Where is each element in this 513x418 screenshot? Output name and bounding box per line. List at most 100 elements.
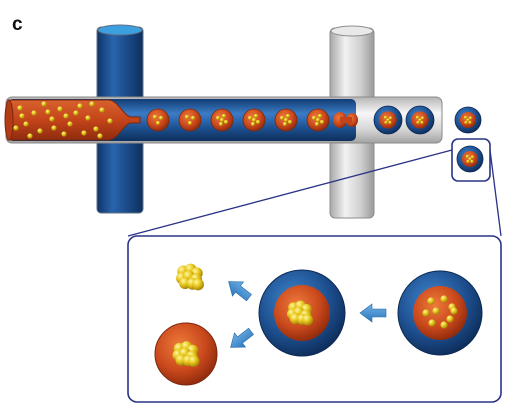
nanoparticle: [41, 101, 47, 107]
nanoparticle: [224, 120, 228, 124]
nanoparticle: [446, 315, 454, 323]
nanoparticle: [191, 116, 195, 120]
nanoparticle: [57, 106, 63, 112]
nanoparticle: [416, 120, 420, 125]
nanoparticle: [383, 115, 388, 120]
nanoparticle: [384, 120, 388, 125]
nanoparticle: [315, 122, 319, 126]
droplet-core: [146, 108, 170, 132]
nanoparticle: [216, 116, 220, 120]
nanoparticle: [45, 109, 51, 115]
nanoparticle: [192, 278, 204, 291]
pinching-droplet: [333, 112, 358, 128]
double-emulsion-droplets: [373, 105, 484, 173]
nanoparticle: [49, 116, 55, 122]
droplet: [306, 108, 330, 132]
double-emulsion-droplet-large: [397, 270, 483, 356]
nanoparticle: [81, 130, 87, 136]
nanoparticle: [89, 101, 95, 107]
nanoparticle: [99, 107, 105, 113]
nanoparticle: [61, 131, 67, 137]
nanoparticle: [468, 120, 472, 125]
nanoparticle: [415, 115, 420, 120]
nanoparticle: [388, 120, 392, 125]
nanoparticle: [159, 116, 163, 120]
droplet: [146, 108, 170, 132]
droplet-core: [178, 108, 202, 132]
nanoparticle: [466, 159, 470, 164]
nanoparticle-cluster: [172, 341, 200, 367]
nanoparticle: [219, 122, 223, 126]
nanoparticle: [188, 355, 200, 367]
nanoparticle: [440, 321, 448, 329]
nanoparticle: [63, 113, 69, 119]
nanoparticle: [252, 118, 256, 122]
double-emulsion-droplet: [373, 105, 403, 135]
nanoparticle: [450, 307, 458, 315]
nanoparticle: [386, 118, 390, 122]
nanoparticle: [420, 116, 425, 120]
nanoparticle: [316, 118, 320, 122]
nanoparticle: [37, 128, 43, 134]
nanoparticle: [288, 120, 292, 124]
nanoparticle: [302, 314, 314, 326]
arrow-icon: [228, 281, 252, 302]
zoom-detail: [154, 263, 483, 386]
nanoparticle-cluster: [176, 263, 204, 291]
double-emulsion-droplet-clustered: [258, 269, 346, 357]
nanoparticle: [463, 115, 468, 120]
nanoparticle: [388, 116, 393, 120]
nanoparticle: [470, 155, 475, 159]
nanoparticle: [67, 121, 73, 127]
nanoparticle: [19, 113, 25, 119]
nanoparticle: [156, 121, 160, 125]
nanoparticle: [464, 120, 468, 125]
nanoparticle: [107, 118, 113, 124]
nanoparticle: [51, 125, 57, 131]
nanoparticle: [251, 122, 255, 126]
nanoparticle: [254, 114, 258, 118]
nanoparticle: [283, 122, 287, 126]
nanoparticle: [466, 118, 470, 122]
nanoparticle: [468, 157, 472, 161]
channel-droplets: [146, 108, 330, 132]
nanoparticle: [428, 319, 436, 327]
nanoparticle: [188, 121, 192, 125]
nanoparticle: [97, 133, 103, 139]
nanoparticle: [153, 115, 157, 119]
nanoparticle: [93, 126, 99, 132]
nanoparticle-cluster: [286, 300, 314, 326]
arrow-icon: [359, 303, 387, 323]
nanoparticle: [286, 114, 290, 118]
nanoparticle: [17, 105, 23, 111]
nanoparticle: [432, 307, 440, 315]
nanoparticle: [23, 121, 29, 127]
nanoparticle: [73, 110, 79, 116]
droplet: [210, 108, 234, 132]
nanoparticle: [284, 118, 288, 122]
nanoparticle: [13, 125, 19, 131]
nanoparticle: [280, 116, 284, 120]
core-inlet-end: [4, 99, 14, 141]
nanoparticle: [470, 159, 474, 164]
nanoparticle: [185, 115, 189, 119]
panel-label: c: [12, 14, 23, 35]
nanoparticle: [85, 115, 91, 121]
nanoparticle: [320, 120, 324, 124]
nanoparticle: [440, 295, 448, 303]
nanoparticle: [422, 309, 430, 317]
nanoparticle: [318, 114, 322, 118]
nanoparticle: [465, 154, 470, 159]
nanoparticle: [248, 116, 252, 120]
droplet: [178, 108, 202, 132]
nanoparticle: [256, 120, 260, 124]
nanoparticle: [27, 133, 33, 139]
droplet-core: [413, 286, 467, 340]
arrow-to-bare-cluster: [228, 281, 252, 302]
nanoparticle: [468, 116, 473, 120]
nanoparticle: [77, 103, 83, 109]
nanoparticle: [220, 118, 224, 122]
double-emulsion-droplet: [454, 106, 482, 134]
nanoparticle: [418, 118, 422, 122]
